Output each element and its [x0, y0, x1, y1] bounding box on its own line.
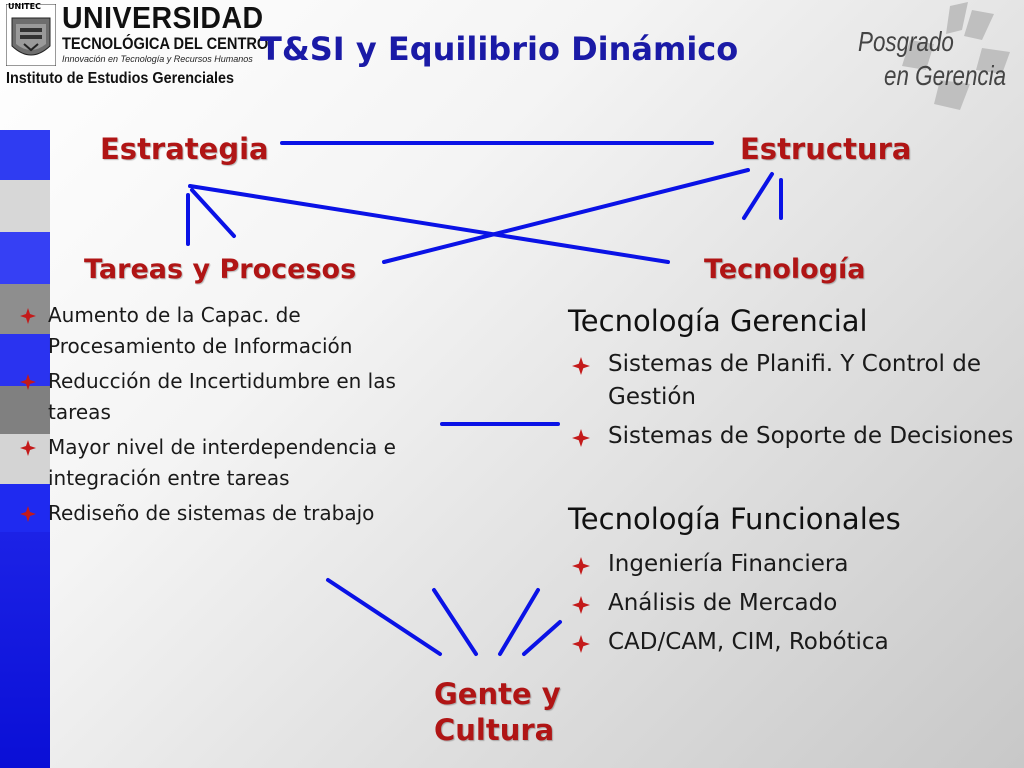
bullet-text: Reducción de Incertidumbre en las tareas: [48, 369, 396, 424]
bullet-text: Sistemas de Planifi. Y Control de Gestió…: [608, 351, 981, 410]
node-tareas-procesos: Tareas y Procesos: [84, 254, 357, 285]
posgrado-logo: Posgrado en Gerencia: [850, 0, 1024, 118]
stripe-block: [0, 130, 50, 180]
stripe-block: [0, 284, 50, 334]
university-crest-icon: [6, 4, 56, 66]
diamond-bullet-icon: [572, 357, 590, 375]
gerencial-bullet-list: Sistemas de Planifi. Y Control de Gestió…: [568, 348, 1018, 459]
list-item: Rediseño de sistemas de trabajo: [20, 498, 450, 529]
bullet-text: Rediseño de sistemas de trabajo: [48, 501, 375, 525]
diamond-bullet-icon: [20, 506, 36, 522]
university-name: UNIVERSIDAD: [62, 0, 264, 35]
list-item: Reducción de Incertidumbre en las tareas: [20, 366, 450, 428]
stripe-block: [0, 232, 50, 284]
connector-estructura-tecnologia-a: [742, 172, 774, 220]
stripe-block: [0, 180, 50, 232]
bullet-text: Ingeniería Financiera: [608, 551, 849, 577]
node-tecnologia: Tecnología: [704, 254, 866, 285]
diamond-bullet-icon: [572, 596, 590, 614]
institute-name: Instituto de Estudios Gerenciales: [6, 70, 235, 87]
diamond-bullet-icon: [20, 374, 36, 390]
connector-gente-b: [432, 588, 478, 656]
funcionales-bullet-list: Ingeniería Financiera Análisis de Mercad…: [568, 548, 1018, 665]
crest-label: UNITEC: [8, 2, 41, 11]
bullet-text: Mayor nivel de interdependencia e integr…: [48, 435, 396, 490]
diamond-bullet-icon: [20, 308, 36, 324]
list-item: Análisis de Mercado: [568, 587, 1018, 620]
connector-estrategia-tareas-b: [190, 188, 236, 238]
bullet-text: Aumento de la Capac. de Procesamiento de…: [48, 303, 353, 358]
connector-estructura-tareas: [382, 168, 750, 264]
stripe-block: [0, 434, 50, 484]
stripe-block: [0, 532, 50, 768]
node-estrategia: Estrategia: [100, 132, 269, 166]
diamond-bullet-icon: [20, 440, 36, 456]
list-item: CAD/CAM, CIM, Robótica: [568, 626, 1018, 659]
university-tagline: Innovación en Tecnología y Recursos Huma…: [62, 54, 253, 64]
tareas-bullet-list: Aumento de la Capac. de Procesamiento de…: [20, 300, 450, 533]
connector-gente-c: [498, 588, 540, 656]
list-item: Sistemas de Planifi. Y Control de Gestió…: [568, 348, 1018, 414]
node-gente-cultura: Gente y Cultura: [434, 677, 561, 747]
list-item: Aumento de la Capac. de Procesamiento de…: [20, 300, 450, 362]
diamond-bullet-icon: [572, 429, 590, 447]
stripe-block: [0, 386, 50, 434]
posgrado-line2: en Gerencia: [884, 60, 1007, 91]
university-subname: TECNOLÓGICA DEL CENTRO: [62, 34, 269, 53]
stripe-block: [0, 484, 50, 532]
bullet-text: Análisis de Mercado: [608, 590, 838, 616]
node-estructura: Estructura: [740, 132, 912, 166]
connector-gente-a: [326, 578, 442, 656]
posgrado-line1: Posgrado: [858, 26, 954, 57]
diamond-bullet-icon: [572, 635, 590, 653]
bullet-text: Sistemas de Soporte de Decisiones: [608, 423, 1014, 449]
tecnologia-funcionales-heading: Tecnología Funcionales: [568, 502, 901, 536]
list-item: Sistemas de Soporte de Decisiones: [568, 420, 1018, 453]
stripe-block: [0, 334, 50, 386]
connector-estrategia-tecnologia: [188, 184, 670, 264]
bullet-text: CAD/CAM, CIM, Robótica: [608, 629, 889, 655]
list-item: Ingeniería Financiera: [568, 548, 1018, 581]
diamond-bullet-icon: [572, 557, 590, 575]
list-item: Mayor nivel de interdependencia e integr…: [20, 432, 450, 494]
connector-gente-d: [522, 620, 562, 656]
tecnologia-gerencial-heading: Tecnología Gerencial: [568, 304, 868, 338]
posgrado-mark-icon: [902, 2, 1010, 110]
slide-title: T&SI y Equilibrio Dinámico: [260, 30, 739, 68]
university-logo: UNITEC UNIVERSIDAD TECNOLÓGICA DEL CENTR…: [0, 0, 268, 92]
